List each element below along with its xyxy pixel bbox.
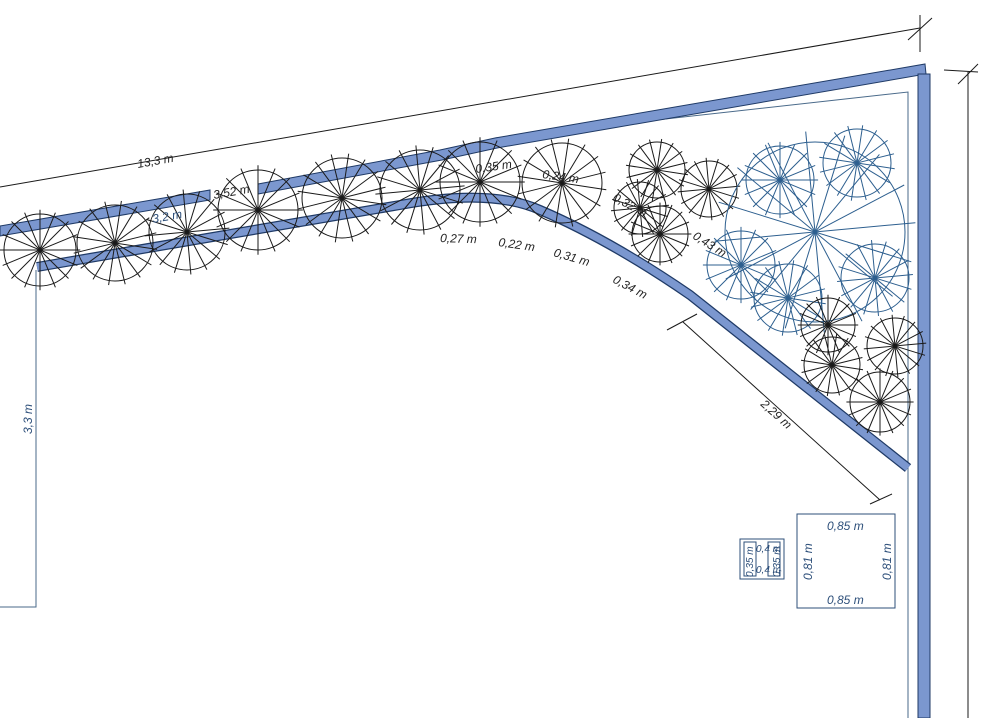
plant-symbol — [741, 141, 819, 219]
inner-boundary-line — [494, 91, 909, 718]
plant-symbol — [846, 368, 914, 436]
spacing-label-7: 0,31 m — [552, 245, 591, 269]
plant-symbols — [0, 125, 927, 436]
plant-symbol — [517, 138, 607, 228]
plant-symbol — [297, 153, 387, 243]
plant-symbol — [628, 202, 692, 266]
square-top-label: 0,85 m — [827, 519, 864, 533]
spacing-label-1: 0,35 m — [474, 157, 512, 176]
square-bottom-label: 0,85 m — [827, 593, 864, 607]
plant-symbol — [677, 157, 741, 221]
plant-symbol — [797, 294, 859, 356]
plant-symbol — [863, 314, 927, 378]
diagonal-dimension — [666, 313, 893, 505]
square-box — [796, 513, 896, 609]
small-box-label-4: 0,35 m — [772, 546, 783, 577]
spacing-label-4: 0,43 m — [690, 229, 729, 260]
small-box-label-2: 0,4 m — [756, 544, 781, 555]
top-fence-left-wall — [0, 189, 211, 237]
small-box-label-3: 0,4 m — [756, 565, 781, 576]
plant-symbol — [375, 145, 465, 235]
spacing-label-2: 0,24 m — [542, 167, 580, 186]
small-box — [739, 538, 785, 580]
plant-symbol — [0, 209, 81, 291]
inner-b-label: 3,2 m — [151, 207, 183, 226]
curved-bed-edge — [36, 192, 912, 472]
left-boundary-line — [0, 270, 37, 608]
plant-symbol — [72, 200, 158, 286]
top-fence-wall — [257, 63, 927, 195]
right-wall — [917, 73, 931, 718]
plant-symbol — [837, 240, 913, 316]
right-dimension — [943, 63, 979, 718]
plant-symbol — [144, 189, 230, 275]
plant-symbol — [625, 138, 689, 202]
top-length-label: 13,3 m — [136, 151, 175, 171]
plant-symbol — [800, 333, 864, 397]
diagonal-label: 2,29 m — [757, 396, 794, 432]
plant-symbol — [750, 260, 826, 336]
plant-symbol — [435, 137, 525, 227]
spacing-label-5: 0,27 m — [440, 231, 477, 246]
inner-a-label: 3,52 m — [212, 182, 251, 202]
spacing-label-8: 0,34 m — [611, 272, 650, 302]
plant-symbol — [213, 165, 303, 255]
spacing-label-6: 0,22 m — [498, 235, 536, 254]
small-box-label-1: 0,35 m — [745, 546, 756, 577]
left-height-label: 3,3 m — [21, 404, 35, 434]
square-right-label: 0,81 m — [880, 543, 894, 580]
plant-symbol — [714, 131, 916, 333]
plant-symbol — [819, 125, 895, 201]
square-left-label: 0,81 m — [801, 543, 815, 580]
top-dimension — [0, 15, 933, 188]
plant-symbol — [702, 226, 780, 304]
